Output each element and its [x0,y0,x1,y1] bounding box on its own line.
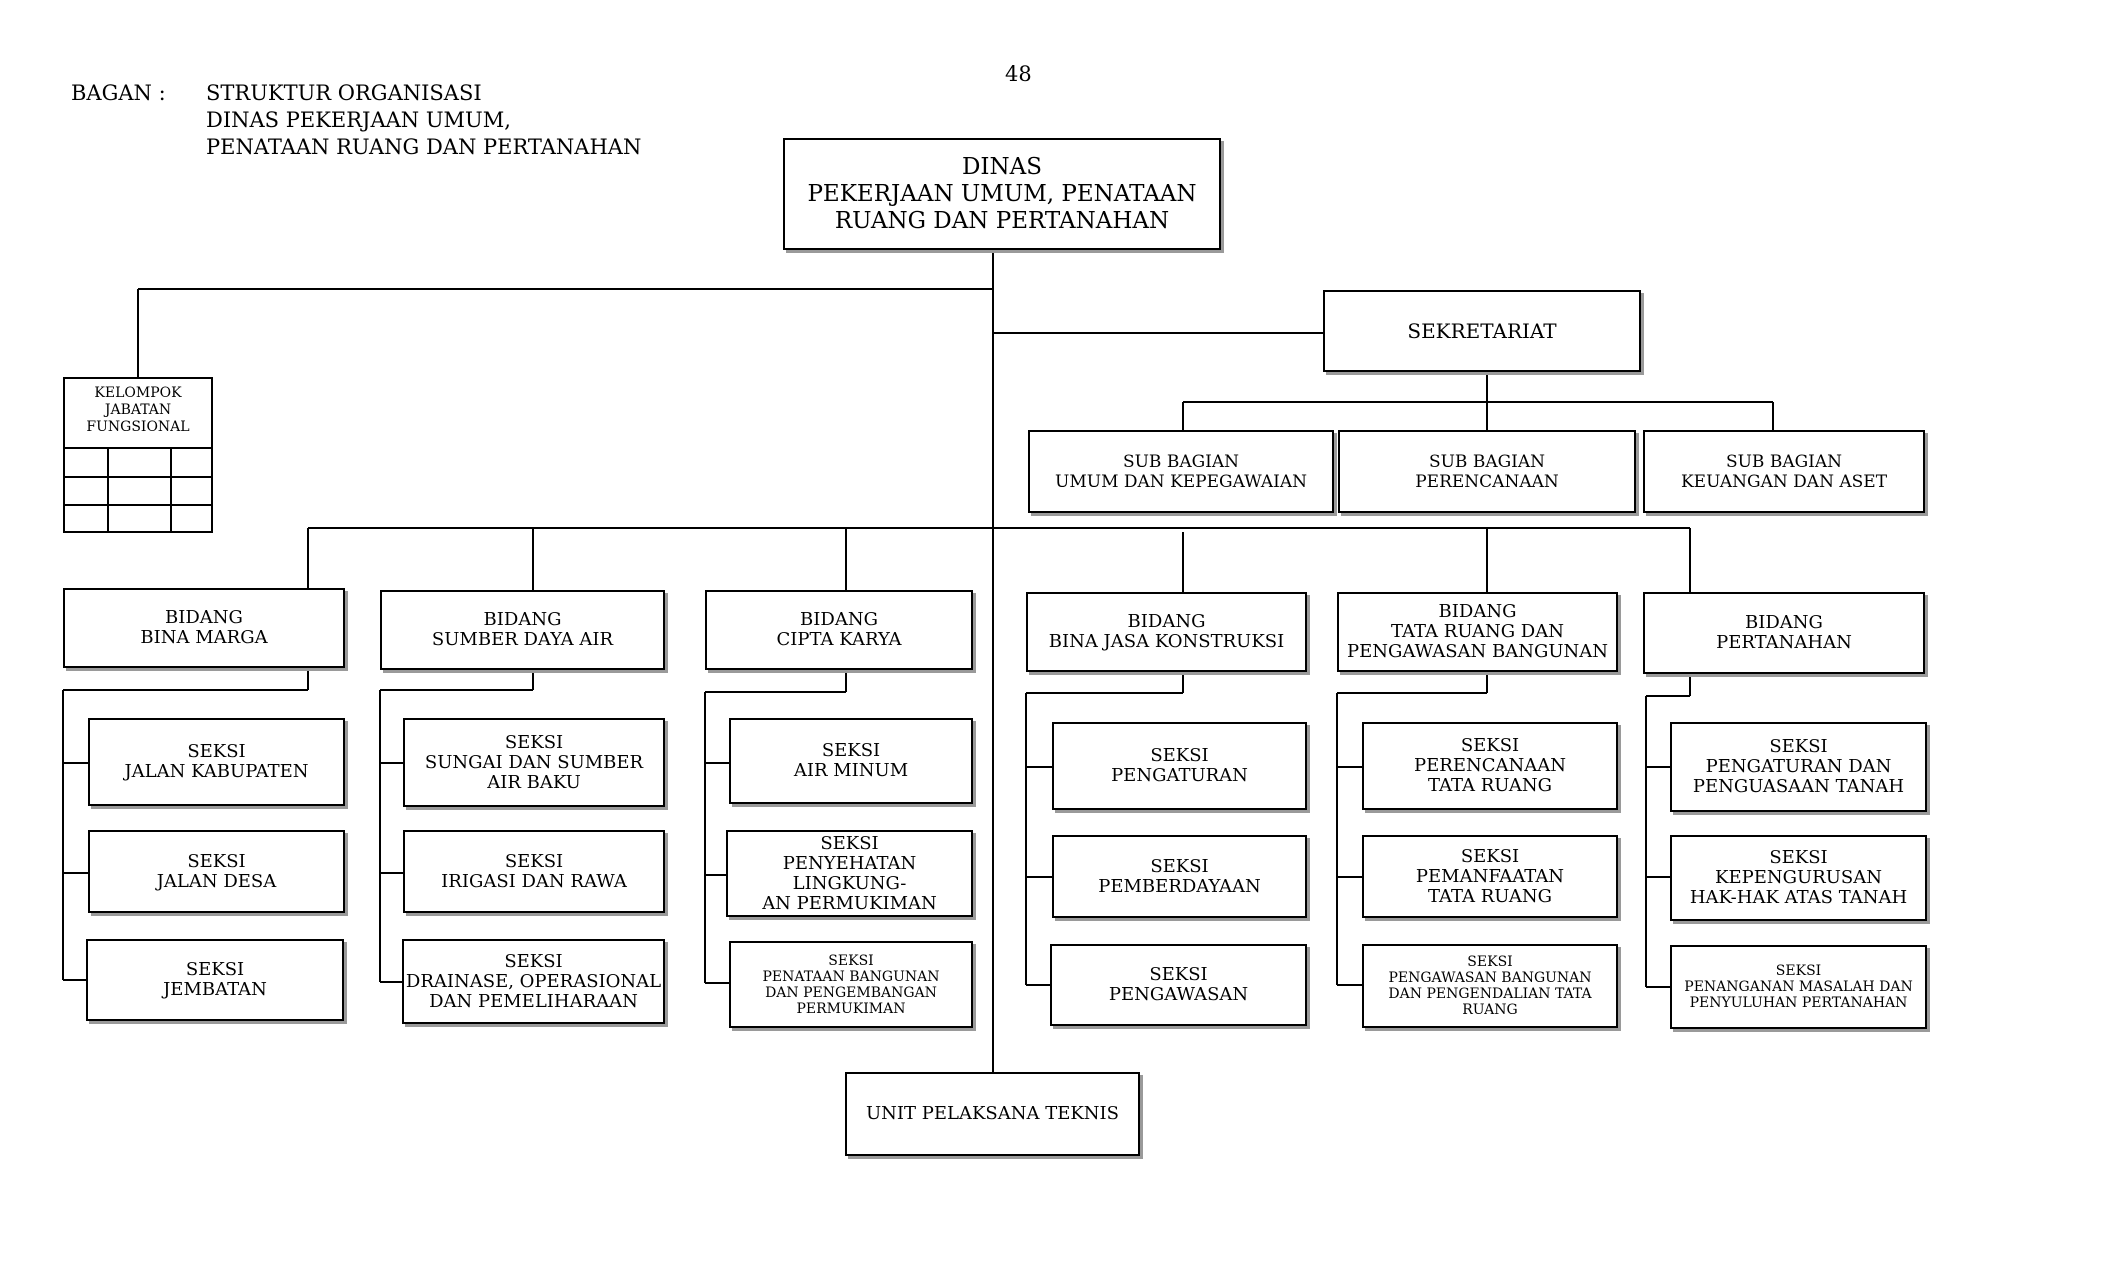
bidang-cipta-karya-box: BIDANG CIPTA KARYA [705,590,973,670]
seksi-penyehatan-box: SEKSI PENYEHATAN LINGKUNG- AN PERMUKIMAN [726,830,973,917]
seksi-pengaturan-tanah-box: SEKSI PENGATURAN DAN PENGUASAAN TANAH [1670,722,1927,812]
kelompok-jabatan-fungsional-box: KELOMPOK JABATAN FUNGSIONAL [63,377,213,533]
sub-bagian-keuangan-box: SUB BAGIAN KEUANGAN DAN ASET [1643,430,1925,513]
header-label: BAGAN : [71,81,166,105]
seksi-jembatan-box: SEKSI JEMBATAN [86,939,344,1021]
bidang-bina-marga-box: BIDANG BINA MARGA [63,588,345,668]
sekretariat-box: SEKRETARIAT [1323,290,1641,372]
seksi-pemanfaatan-tata-ruang-box: SEKSI PEMANFAATAN TATA RUANG [1362,835,1618,918]
kelompok-grid [65,447,211,533]
seksi-kepengurusan-box: SEKSI KEPENGURUSAN HAK-HAK ATAS TANAH [1670,835,1927,921]
header-title-line-3: PENATAAN RUANG DAN PERTANAHAN [206,135,642,159]
page-number: 48 [1005,62,1032,86]
seksi-jalan-kabupaten-box: SEKSI JALAN KABUPATEN [88,718,345,806]
sub-bagian-perencanaan-box: SUB BAGIAN PERENCANAAN [1338,430,1636,513]
seksi-irigasi-box: SEKSI IRIGASI DAN RAWA [403,830,665,913]
dinas-box: DINAS PEKERJAAN UMUM, PENATAAN RUANG DAN… [783,138,1221,250]
bidang-pertanahan-box: BIDANG PERTANAHAN [1643,592,1925,674]
seksi-penataan-bangunan-box: SEKSI PENATAAN BANGUNAN DAN PENGEMBANGAN… [729,941,973,1028]
seksi-pemberdayaan-box: SEKSI PEMBERDAYAAN [1052,835,1307,918]
seksi-pengawasan-box: SEKSI PENGAWASAN [1050,944,1307,1026]
header-title-line-2: DINAS PEKERJAAN UMUM, [206,108,511,132]
seksi-penanganan-box: SEKSI PENANGANAN MASALAH DAN PENYULUHAN … [1670,945,1927,1029]
sub-bagian-umum-box: SUB BAGIAN UMUM DAN KEPEGAWAIAN [1028,430,1334,513]
header-title-line-1: STRUKTUR ORGANISASI [206,81,482,105]
unit-pelaksana-teknis-box: UNIT PELAKSANA TEKNIS [845,1072,1140,1156]
bidang-tata-ruang-box: BIDANG TATA RUANG DAN PENGAWASAN BANGUNA… [1337,592,1618,672]
seksi-sungai-box: SEKSI SUNGAI DAN SUMBER AIR BAKU [403,718,665,807]
seksi-perencanaan-tata-ruang-box: SEKSI PERENCANAAN TATA RUANG [1362,722,1618,810]
seksi-jalan-desa-box: SEKSI JALAN DESA [88,830,345,913]
bidang-sumber-daya-air-box: BIDANG SUMBER DAYA AIR [380,590,665,670]
seksi-pengaturan-box: SEKSI PENGATURAN [1052,722,1307,810]
kelompok-label: KELOMPOK JABATAN FUNGSIONAL [86,385,190,435]
bidang-bina-jasa-konstruksi-box: BIDANG BINA JASA KONSTRUKSI [1026,592,1307,672]
seksi-air-minum-box: SEKSI AIR MINUM [729,718,973,804]
seksi-pengawasan-bangunan-box: SEKSI PENGAWASAN BANGUNAN DAN PENGENDALI… [1362,944,1618,1028]
seksi-drainase-box: SEKSI DRAINASE, OPERASIONAL DAN PEMELIHA… [402,939,665,1024]
